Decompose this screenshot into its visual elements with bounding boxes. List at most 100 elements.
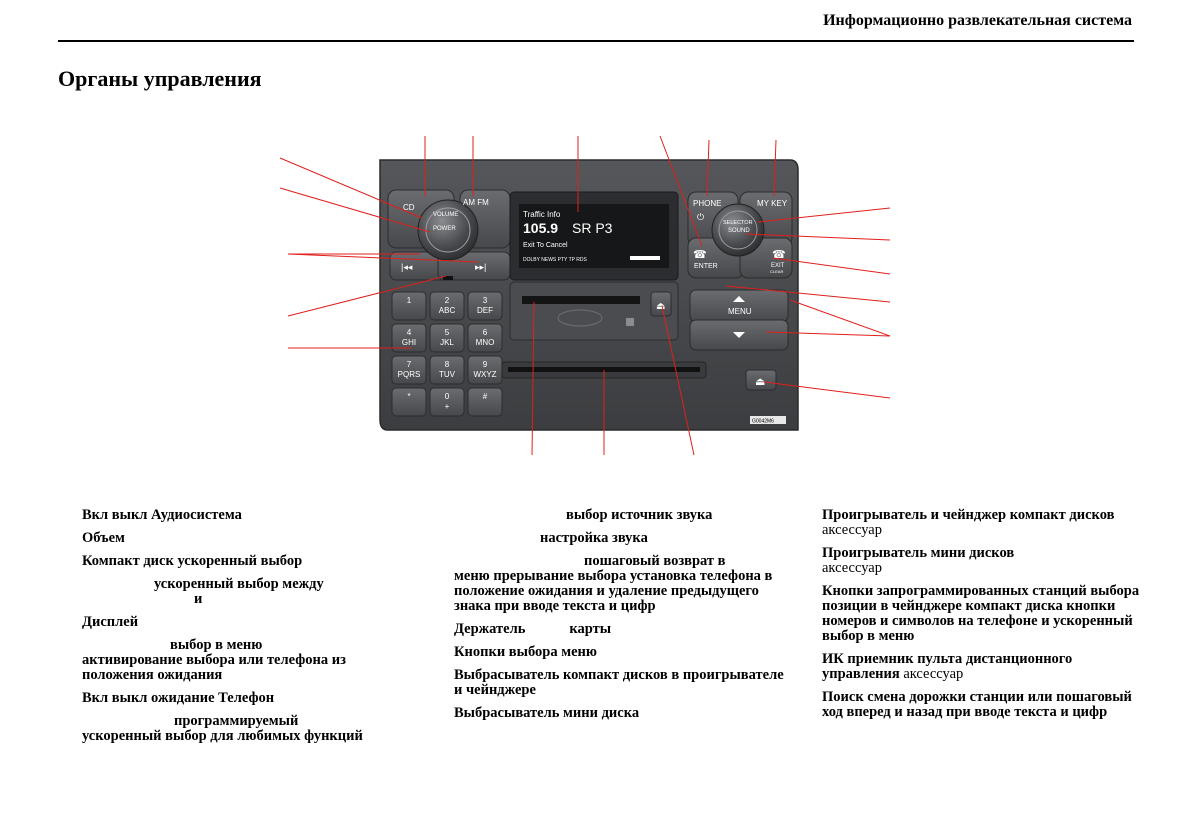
legend-item: Проигрыватель и чейнджер компакт дисков: [822, 507, 1115, 523]
keypad-key-letters: ABC: [439, 306, 456, 315]
legend-item: Кнопки выбора меню: [454, 644, 597, 660]
keypad-key-letters: GHI: [402, 338, 416, 347]
legend-column-2: выбор источник звука настройка звука пош…: [454, 508, 784, 729]
keypad-key-letters: +: [445, 402, 450, 411]
md-slot: [522, 296, 640, 304]
legend-item: и: [194, 591, 203, 607]
legend-item: Кнопки запрограммированных станций выбор…: [822, 583, 1140, 614]
legend-item: ИК приемник пульта дистанционного управл…: [822, 651, 1073, 682]
volume-label: VOLUME: [433, 212, 458, 218]
my-key-label: MY KEY: [757, 199, 788, 208]
cd-eject-button: [745, 369, 777, 391]
legend-item: ускоренный выбор для любимых функций: [82, 728, 363, 744]
am-fm-label: AM FM: [463, 198, 489, 207]
seek-forward-icon: ▸▸|: [475, 262, 486, 272]
legend-item: Компакт диск ускоренный выбор: [82, 553, 303, 569]
legend-item: аксессуар: [903, 666, 964, 682]
keypad-key-number: #: [483, 392, 488, 401]
ir-receiver: [443, 276, 453, 280]
keypad-key-number: 2: [445, 296, 450, 305]
legend-item: Дисплей: [82, 614, 139, 630]
legend-item: ускоренный выбор между: [154, 576, 324, 592]
legend-item: аксессуар: [822, 560, 882, 576]
keypad-key-number: 7: [407, 360, 412, 369]
header-divider: [58, 40, 1134, 42]
keypad-key-letters: TUV: [439, 370, 456, 379]
selector-label: SELECTOR: [723, 220, 753, 226]
keypad-key-letters: WXYZ: [473, 370, 496, 379]
legend-item: программируемый: [174, 713, 299, 729]
legend-item: меню прерывание выбора установка телефон…: [454, 568, 773, 614]
legend-item: кнопки номеров и символов на телефоне и …: [822, 598, 1133, 644]
display-station: SR P3: [572, 220, 613, 236]
legend-item: Выбрасыватель мини диска: [454, 705, 640, 721]
md-eject-icon: ⏏: [656, 301, 665, 312]
display-line1: Traffic Info: [523, 210, 561, 219]
phone-signal-icon: [630, 256, 660, 260]
legend-item: Вкл выкл Аудиосистема: [82, 507, 242, 523]
legend-item: Вкл выкл ожидание Телефон: [82, 690, 275, 706]
menu-up-button: [689, 289, 789, 323]
keypad-key-number: 0: [445, 392, 450, 401]
sound-label: SOUND: [728, 228, 750, 234]
md-eject-button: [650, 291, 672, 317]
clear-label: CLEAR: [770, 269, 783, 274]
leader-lines: [279, 135, 891, 456]
display-frequency: 105.9: [523, 220, 558, 236]
volume-knob: [417, 199, 479, 261]
keypad-key-number: 4: [407, 328, 412, 337]
enter-label: ENTER: [694, 263, 718, 270]
legend-column-1: Вкл выкл Аудиосистема Объем Компакт диск…: [82, 508, 402, 752]
display-status: DOLBY NEWS PTY TP RDS: [523, 257, 587, 263]
legend-column-3: Проигрыватель и чейнджер компакт дисков …: [822, 508, 1147, 728]
keypad-key-number: 1: [407, 296, 412, 305]
menu-down-icon: [733, 332, 745, 338]
seek-back-icon: |◂◂: [401, 262, 413, 272]
keypad-key-hash[interactable]: #: [467, 387, 503, 417]
display-line3: Exit To Cancel: [523, 242, 568, 249]
legend-item: Проигрыватель мини дисков: [822, 545, 1015, 561]
legend-item: настройка звука: [540, 530, 648, 546]
cd-slot: [508, 367, 700, 372]
keypad-key-letters: PQRS: [398, 370, 421, 379]
legend-item: Держатель: [454, 621, 526, 637]
keypad-key-0[interactable]: 0+: [429, 387, 465, 417]
legend-item: выбор источник звука: [566, 507, 713, 523]
cd-label: CD: [403, 203, 415, 212]
power-icon: ⏻: [697, 212, 704, 222]
legend-item: пошаговый возврат в: [584, 553, 726, 569]
legend-item: Объем: [82, 530, 125, 546]
keypad-key-number: 6: [483, 328, 488, 337]
keypad-key-number: 9: [483, 360, 488, 369]
keypad-key-letters: JKL: [440, 338, 454, 347]
legend-item: активирование выбора или телефона из пол…: [82, 652, 346, 683]
legend-item: выбор в меню: [170, 637, 263, 653]
page-title: Органы управления: [58, 66, 262, 91]
keypad-key-star[interactable]: *: [391, 387, 427, 417]
legend-item: карты: [569, 621, 612, 637]
keypad-key-1[interactable]: 1: [391, 291, 427, 321]
part-number: G0042M6: [752, 419, 774, 425]
cd-eject-icon: ⏏: [755, 376, 765, 388]
menu-label: MENU: [728, 307, 752, 316]
menu-up-icon: [733, 296, 745, 302]
phone-label: PHONE: [693, 199, 721, 208]
section-title: Информационно развлекательная система: [823, 12, 1132, 29]
keypad-key-number: 3: [483, 296, 488, 305]
legend-item: Поиск смена дорожки станции или пошаговы…: [822, 689, 1132, 720]
keypad-key-letters: MNO: [476, 338, 495, 347]
keypad-key-number: 8: [445, 360, 450, 369]
keypad-key-number: *: [407, 392, 410, 401]
phone-handset-icon: ☎: [693, 249, 707, 261]
exit-label: EXIT: [771, 263, 785, 269]
